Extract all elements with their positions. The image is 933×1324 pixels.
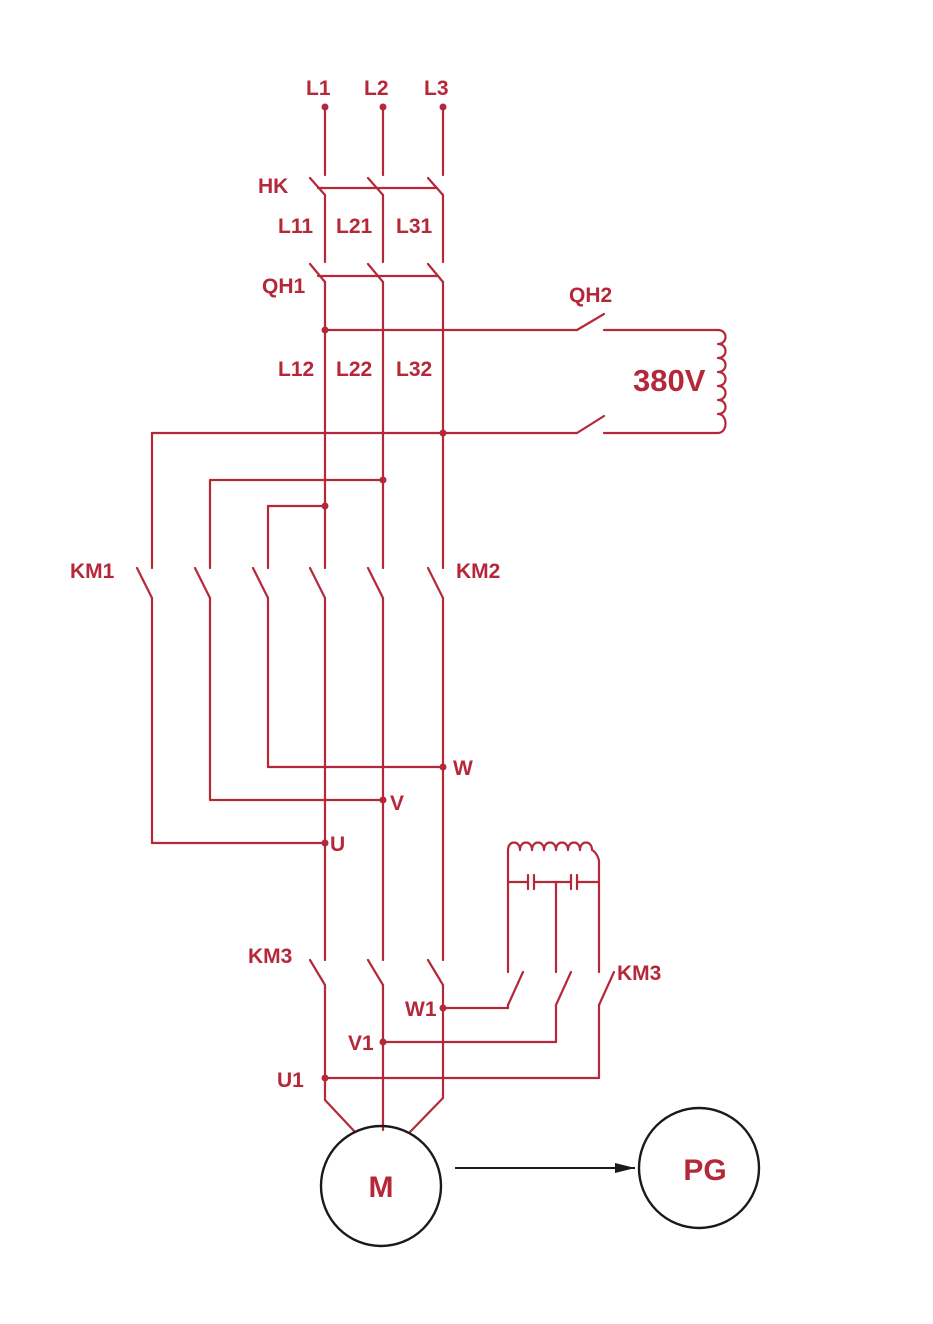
- km2-contact-3: [428, 568, 443, 598]
- motor-lead-w: [410, 1098, 443, 1132]
- label-l11: L11: [278, 215, 313, 238]
- hk-blade-1: [310, 178, 325, 195]
- label-qh1: QH1: [262, 275, 306, 298]
- label-qh2: QH2: [569, 284, 612, 307]
- label-l22: L22: [336, 358, 372, 381]
- km1-contact-2: [195, 568, 210, 598]
- label-l3: L3: [424, 77, 449, 100]
- junction-v: [380, 797, 387, 804]
- star-coil: [508, 843, 599, 863]
- label-km1: KM1: [70, 560, 115, 583]
- label-l1: L1: [306, 77, 331, 100]
- label-km3-right: KM3: [617, 962, 661, 985]
- km3-left-contact-2: [368, 960, 383, 985]
- km1-contact-3: [253, 568, 268, 598]
- label-w1: W1: [405, 998, 437, 1021]
- qh1-blade-2: [368, 264, 383, 282]
- terminal-l2: [380, 104, 387, 111]
- hk-blade-3: [428, 178, 443, 195]
- label-v: V: [390, 792, 404, 815]
- junction-u1: [322, 1075, 329, 1082]
- label-km3-left: KM3: [248, 945, 292, 968]
- label-generator: PG: [683, 1154, 726, 1187]
- label-u1: U1: [277, 1069, 304, 1092]
- km3-right-contact-1: [508, 972, 523, 1005]
- junction-km1-2: [380, 477, 387, 484]
- labels: L1 L2 L3 HK L11 L21 L31 QH1 QH2 L12 L22 …: [70, 77, 727, 1204]
- km2-contact-2: [368, 568, 383, 598]
- qh1-blade-3: [428, 264, 443, 282]
- label-l31: L31: [396, 215, 433, 238]
- km1-contact-1: [137, 568, 152, 598]
- junction-w1: [440, 1005, 447, 1012]
- label-km2: KM2: [456, 560, 500, 583]
- label-hk: HK: [258, 175, 288, 198]
- label-motor: M: [369, 1171, 394, 1204]
- qh1-blade-1: [310, 264, 325, 282]
- label-l32: L32: [396, 358, 432, 381]
- junction-km1-3: [322, 503, 329, 510]
- km3-right-contact-3: [599, 972, 614, 1005]
- junction-v1: [380, 1039, 387, 1046]
- label-u: U: [330, 833, 345, 856]
- label-l21: L21: [336, 215, 373, 238]
- junction-u: [322, 840, 329, 847]
- km3-left-contact-3: [428, 960, 443, 985]
- motor-lead-u: [325, 1100, 355, 1132]
- terminal-l1: [322, 104, 329, 111]
- label-v1: V1: [348, 1032, 374, 1055]
- hk-blade-2: [368, 178, 383, 195]
- label-l12: L12: [278, 358, 314, 381]
- km3-left-contact-1: [310, 960, 325, 985]
- junction-qh2-upper: [322, 327, 329, 334]
- km2-contact-1: [310, 568, 325, 598]
- source-coil: [718, 330, 726, 433]
- junction-qh2-lower: [440, 430, 447, 437]
- label-380v: 380V: [633, 363, 706, 398]
- km3-right-contact-2: [556, 972, 571, 1005]
- terminal-l3: [440, 104, 447, 111]
- qh2-blade-lower: [577, 416, 604, 433]
- junction-w: [440, 764, 447, 771]
- label-w: W: [453, 757, 473, 780]
- label-l2: L2: [364, 77, 389, 100]
- qh2-blade-upper: [577, 314, 604, 330]
